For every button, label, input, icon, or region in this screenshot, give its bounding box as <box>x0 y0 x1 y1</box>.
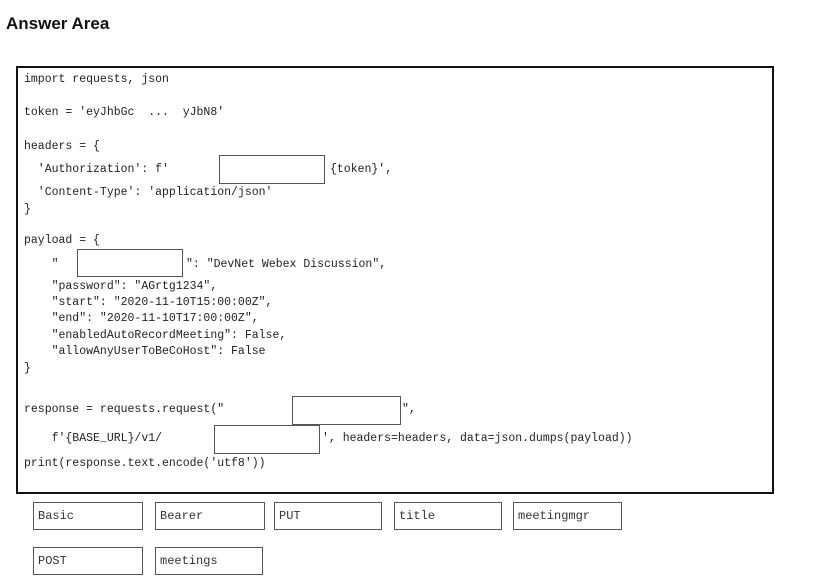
code-line: "start": "2020-11-10T15:00:00Z", <box>24 296 273 309</box>
code-line: "password": "AGrtg1234", <box>24 280 218 293</box>
method-drop-zone[interactable] <box>292 396 401 425</box>
code-line: ": "DevNet Webex Discussion", <box>186 258 387 271</box>
code-line: "end": "2020-11-10T17:00:00Z", <box>24 312 259 325</box>
code-line: " <box>24 258 59 271</box>
code-line: } <box>24 203 31 216</box>
code-line: payload = { <box>24 234 100 247</box>
code-line: "enabledAutoRecordMeeting": False, <box>24 329 287 342</box>
code-line: f'{BASE_URL}/v1/ <box>24 432 163 445</box>
code-line: headers = { <box>24 140 100 153</box>
payload-key-drop-zone[interactable] <box>77 249 183 277</box>
code-line: import requests, json <box>24 73 169 86</box>
code-line: 'Content-Type': 'application/json' <box>24 186 273 199</box>
option-meetings[interactable]: meetings <box>155 547 263 575</box>
option-basic[interactable]: Basic <box>33 502 143 530</box>
option-put[interactable]: PUT <box>274 502 382 530</box>
code-line: 'Authorization': f' <box>24 163 169 176</box>
code-line: response = requests.request(" <box>24 403 225 416</box>
code-line: print(response.text.encode('utf8')) <box>24 457 266 470</box>
code-line: } <box>24 362 31 375</box>
option-post[interactable]: POST <box>33 547 143 575</box>
authorization-drop-zone[interactable] <box>219 155 325 184</box>
option-bearer[interactable]: Bearer <box>155 502 265 530</box>
code-panel <box>16 66 774 494</box>
code-line: {token}', <box>330 163 393 176</box>
code-line: ", <box>402 403 416 416</box>
code-line: ', headers=headers, data=json.dumps(payl… <box>322 432 633 445</box>
option-title[interactable]: title <box>394 502 502 530</box>
code-line: "allowAnyUserToBeCoHost": False <box>24 345 266 358</box>
answer-area-title: Answer Area <box>6 14 110 33</box>
option-meetingmgr[interactable]: meetingmgr <box>513 502 622 530</box>
code-line: token = 'eyJhbGc ... yJbN8' <box>24 106 225 119</box>
endpoint-drop-zone[interactable] <box>214 425 320 454</box>
